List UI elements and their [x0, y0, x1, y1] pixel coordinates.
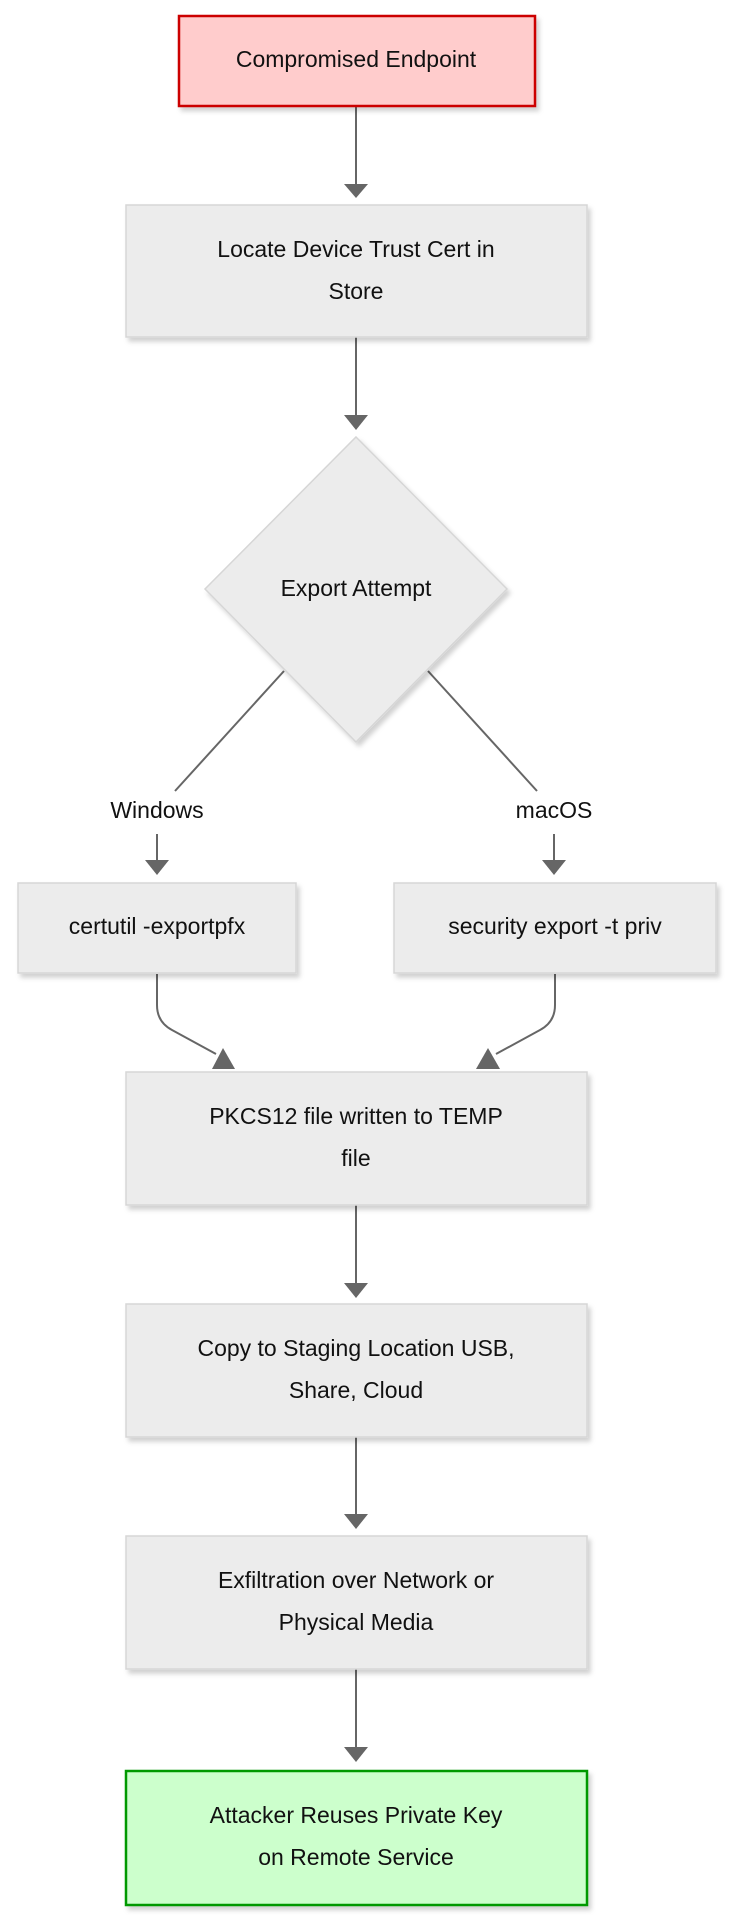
arrowhead-certutil: [145, 860, 169, 875]
node-pkcs12-file[interactable]: PKCS12 file written to TEMP file: [125, 1071, 588, 1206]
node-reuse-label-line2: on Remote Service: [258, 1844, 454, 1870]
arrowhead-security: [542, 860, 566, 875]
node-compromised-label: Compromised Endpoint: [236, 46, 477, 72]
node-copy-label-line1: Copy to Staging Location USB,: [197, 1335, 514, 1361]
arrowhead-locate: [344, 184, 368, 198]
node-certutil-label: certutil -exportpfx: [69, 913, 246, 939]
arrowhead-exfil: [344, 1514, 368, 1529]
node-exfil-label-line2: Physical Media: [279, 1609, 434, 1635]
node-copy-staging[interactable]: Copy to Staging Location USB, Share, Clo…: [125, 1303, 588, 1438]
node-exfil-label-line1: Exfiltration over Network or: [218, 1567, 494, 1593]
edges: [145, 106, 566, 1762]
node-export-label: Export Attempt: [281, 575, 432, 601]
edge-label-windows: Windows: [110, 797, 203, 823]
node-exfil-shape: [125, 1535, 588, 1670]
node-pkcs-label-line2: file: [341, 1145, 370, 1171]
arrowhead-pkcs-left: [212, 1048, 235, 1069]
node-locate-cert[interactable]: Locate Device Trust Cert in Store: [125, 204, 588, 338]
node-locate-label-line1: Locate Device Trust Cert in: [217, 236, 494, 262]
arrowhead-pkcs-right: [476, 1048, 500, 1069]
node-locate-label-line2: Store: [329, 278, 384, 304]
node-attacker-reuses-key[interactable]: Attacker Reuses Private Key on Remote Se…: [124, 1769, 589, 1907]
node-exfiltration[interactable]: Exfiltration over Network or Physical Me…: [125, 1535, 588, 1670]
node-reuse-label-line1: Attacker Reuses Private Key: [210, 1802, 503, 1828]
edge-export-to-macos-label: [427, 670, 538, 792]
node-security-label: security export -t priv: [448, 913, 662, 939]
node-pkcs-shape: [125, 1071, 588, 1206]
node-security-export[interactable]: security export -t priv: [393, 882, 717, 974]
node-certutil[interactable]: certutil -exportpfx: [17, 882, 297, 974]
edge-export-to-windows-label: [174, 670, 285, 792]
edge-label-macos: macOS: [516, 797, 593, 823]
node-copy-label-line2: Share, Cloud: [289, 1377, 423, 1403]
edge-certutil-to-pkcs: [156, 974, 217, 1055]
node-compromised-endpoint[interactable]: Compromised Endpoint: [177, 14, 537, 108]
node-pkcs-label-line1: PKCS12 file written to TEMP: [209, 1103, 503, 1129]
node-compromised-shape: [177, 14, 537, 108]
node-locate-shape: [125, 204, 588, 338]
node-export-attempt[interactable]: Export Attempt: [203, 435, 509, 744]
node-reuse-shape: [124, 1769, 589, 1907]
arrowhead-export: [344, 415, 368, 430]
node-copy-shape: [125, 1303, 588, 1438]
node-export-shape: [203, 435, 509, 744]
node-security-shape: [393, 882, 717, 974]
node-certutil-shape: [17, 882, 297, 974]
arrowhead-reuse: [344, 1747, 368, 1762]
arrowhead-copy: [344, 1283, 368, 1298]
edge-security-to-pkcs: [495, 974, 556, 1055]
